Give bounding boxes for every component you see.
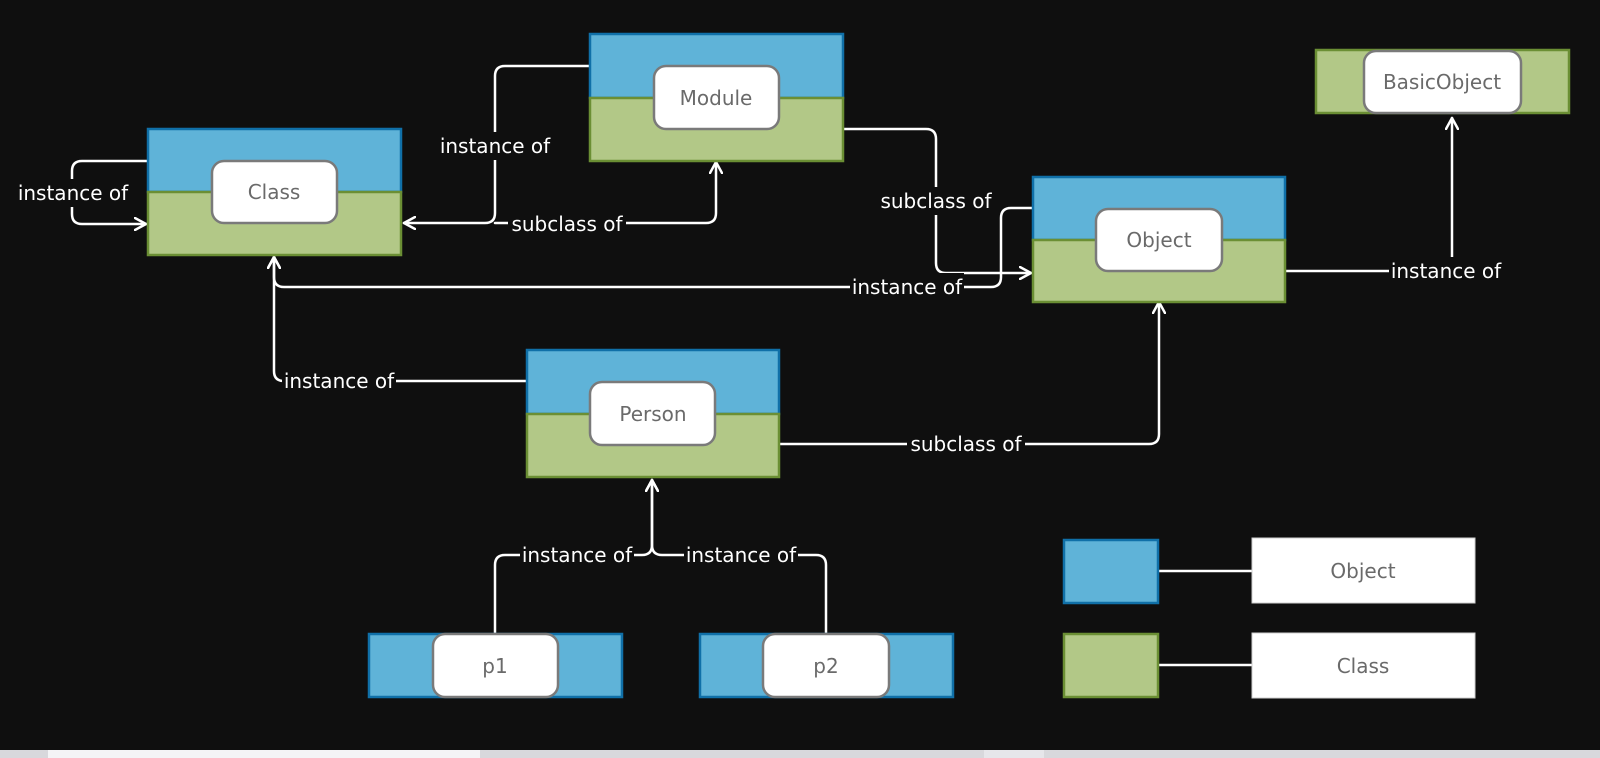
svg-text:instance of: instance of	[852, 275, 963, 299]
svg-text:instance of: instance of	[1391, 259, 1502, 283]
legend-class-label: Class	[1337, 654, 1390, 678]
edge-module-class-subclass	[493, 160, 716, 225]
node-basic-object-label: BasicObject	[1383, 70, 1501, 94]
node-object[interactable]: Object	[1031, 175, 1287, 304]
svg-text:instance of: instance of	[18, 181, 129, 205]
node-object-label: Object	[1126, 228, 1191, 252]
legend: Object Class	[1062, 537, 1476, 699]
node-p2-label: p2	[813, 654, 838, 678]
bottom-bar-segment	[984, 750, 1044, 758]
edge-label-p2-person-instance: instance of	[684, 541, 798, 569]
edge-label-person-class-instance: instance of	[282, 367, 396, 395]
svg-text:instance of: instance of	[440, 134, 551, 158]
bottom-scrollbar-thumb[interactable]	[48, 750, 480, 758]
node-p2[interactable]: p2	[698, 632, 955, 699]
node-p1-label: p1	[482, 654, 507, 678]
edge-person-object-subclass	[776, 300, 1159, 446]
svg-text:subclass of: subclass of	[511, 212, 623, 236]
edge-label-module-object-subclass: subclass of	[877, 187, 995, 215]
node-class[interactable]: Class	[146, 127, 403, 257]
edge-label-module-class-subclass: subclass of	[508, 210, 626, 238]
node-basic-object[interactable]: BasicObject	[1314, 48, 1571, 115]
node-module[interactable]: Module	[588, 32, 845, 163]
edge-object-class-instance	[274, 206, 1035, 289]
svg-text:subclass of: subclass of	[880, 189, 992, 213]
node-p1[interactable]: p1	[367, 632, 624, 699]
legend-class-box	[1251, 632, 1476, 699]
edge-object-basic-instance	[1282, 116, 1452, 273]
svg-text:instance of: instance of	[686, 543, 797, 567]
legend-object-box	[1251, 537, 1476, 604]
node-person-label: Person	[619, 402, 686, 426]
edge-label-person-object-subclass: subclass of	[907, 430, 1025, 458]
legend-object-label: Object	[1330, 559, 1395, 583]
edge-label-object-class-instance: instance of	[850, 273, 964, 301]
node-class-label: Class	[248, 180, 301, 204]
edge-label-p1-person-instance: instance of	[520, 541, 634, 569]
svg-text:instance of: instance of	[522, 543, 633, 567]
svg-text:instance of: instance of	[284, 369, 395, 393]
bottom-scrollbar-track[interactable]	[0, 750, 1600, 758]
legend-class-swatch	[1062, 632, 1160, 699]
node-person[interactable]: Person	[525, 348, 781, 479]
edge-label-object-basic-instance: instance of	[1389, 257, 1503, 285]
edge-label-class-module-instance: instance of	[438, 132, 552, 160]
edge-label-class-self-instance: instance of	[16, 179, 130, 207]
legend-object-swatch	[1062, 538, 1160, 605]
edge-person-class-instance	[274, 255, 529, 383]
svg-text:subclass of: subclass of	[910, 432, 1022, 456]
node-module-label: Module	[680, 86, 753, 110]
